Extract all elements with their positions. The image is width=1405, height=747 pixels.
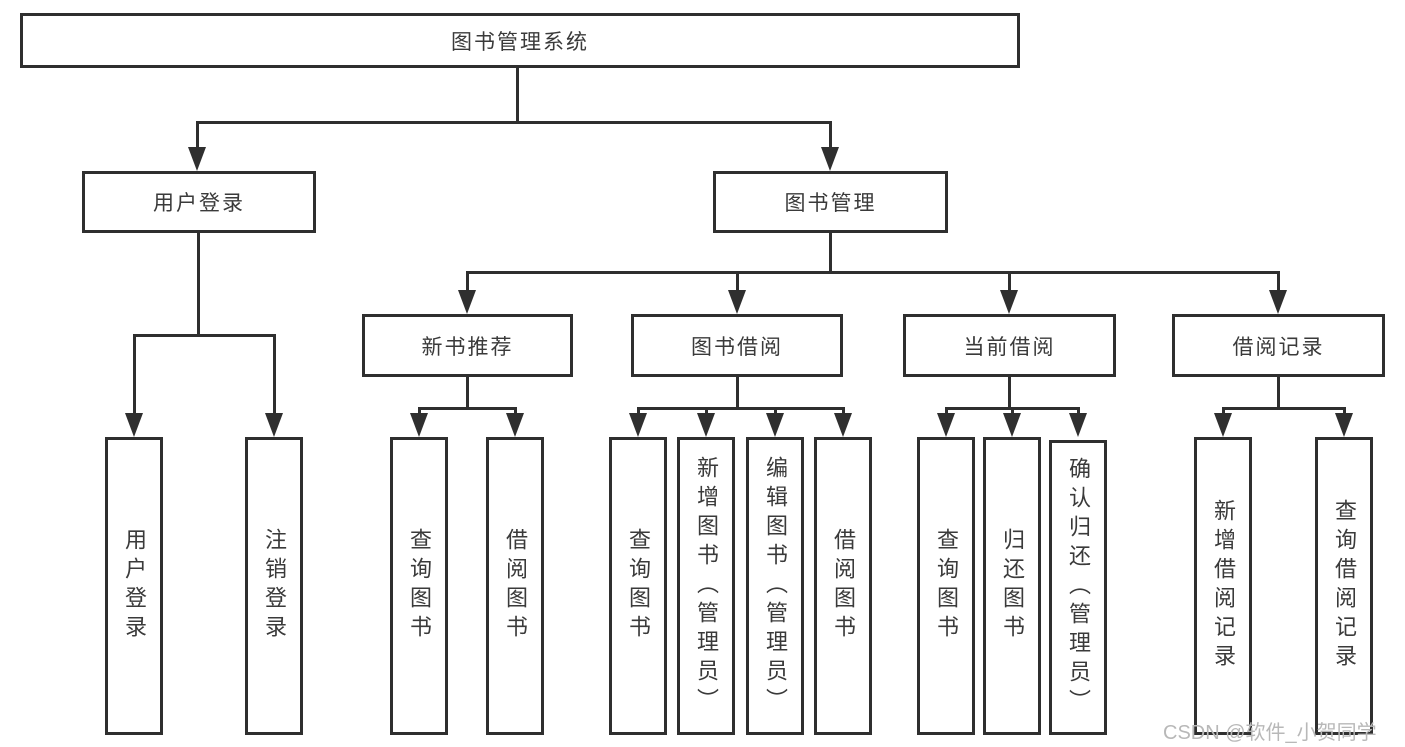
- node-book-management: 图书管理: [713, 171, 948, 233]
- arrowhead-down-icon: [265, 413, 283, 437]
- leaf-confirm-return-admin: 确认归还（管理员）: [1049, 440, 1107, 735]
- node-label: 图书借阅: [691, 335, 783, 359]
- connector-stub: [196, 121, 199, 149]
- leaf-borrow-books-2: 借阅图书: [814, 437, 872, 735]
- node-label: 借阅图书: [503, 528, 528, 644]
- watermark-text: CSDN @软件_小贺同学: [1163, 722, 1377, 744]
- connector-stub: [637, 407, 640, 417]
- node-label: 新书推荐: [421, 335, 514, 359]
- arrowhead-down-icon: [458, 290, 476, 314]
- arrowhead-down-icon: [1069, 413, 1087, 437]
- connector-stub: [736, 377, 739, 407]
- arrowhead-down-icon: [1335, 413, 1353, 437]
- connector-stub: [197, 233, 200, 334]
- arrowhead-down-icon: [766, 413, 784, 437]
- connector-stub: [1222, 407, 1225, 417]
- connector-stub: [466, 377, 469, 407]
- arrowhead-down-icon: [1269, 290, 1287, 314]
- connector-stub: [1343, 407, 1346, 417]
- connector-root-stub: [516, 68, 519, 122]
- node-current-borrowing: 当前借阅: [903, 314, 1116, 377]
- connector-stub: [1077, 407, 1080, 417]
- connector-horizontal: [1222, 407, 1344, 410]
- arrowhead-down-icon: [834, 413, 852, 437]
- arrowhead-down-icon: [506, 413, 524, 437]
- connector-stub: [514, 407, 517, 417]
- node-label: 图书管理: [784, 192, 877, 215]
- arrowhead-down-icon: [125, 413, 143, 437]
- node-label: 用户登录: [153, 192, 245, 215]
- connector-stub: [273, 334, 276, 416]
- connector-stub: [945, 407, 948, 417]
- connector-stub: [1011, 407, 1014, 417]
- leaf-return-books: 归还图书: [983, 437, 1041, 735]
- connector-stub: [774, 407, 777, 417]
- connector-horizontal: [133, 334, 275, 337]
- connector-stub: [1008, 377, 1011, 407]
- connector-stub: [705, 407, 708, 417]
- node-label: 新增借阅记录: [1211, 499, 1236, 673]
- connector-horizontal: [418, 407, 516, 410]
- arrowhead-down-icon: [697, 413, 715, 437]
- node-book-borrowing: 图书借阅: [631, 314, 843, 377]
- leaf-query-books-2: 查询图书: [609, 437, 667, 735]
- arrowhead-down-icon: [1000, 290, 1018, 314]
- node-label: 查询图书: [407, 528, 432, 644]
- node-label: 查询图书: [626, 528, 651, 644]
- node-label: 编辑图书（管理员）: [763, 455, 788, 717]
- node-label: 新增图书（管理员）: [694, 455, 719, 717]
- node-label: 当前借阅: [963, 335, 1056, 359]
- connector-stub: [829, 121, 832, 149]
- node-label: 图书管理系统: [451, 30, 589, 54]
- node-label: 查询图书: [934, 528, 959, 644]
- leaf-edit-books-admin: 编辑图书（管理员）: [746, 437, 804, 735]
- connector-root-horizontal: [196, 121, 832, 124]
- leaf-query-borrow-record: 查询借阅记录: [1315, 437, 1373, 735]
- connector-stub: [1277, 271, 1280, 293]
- arrowhead-down-icon: [821, 147, 839, 171]
- connector-stub: [466, 271, 469, 293]
- arrowhead-down-icon: [1003, 413, 1021, 437]
- node-label: 借阅图书: [831, 528, 856, 644]
- node-label: 借阅记录: [1232, 335, 1325, 359]
- connector-stub: [1277, 377, 1280, 407]
- leaf-query-books-3: 查询图书: [917, 437, 975, 735]
- leaf-query-books-1: 查询图书: [390, 437, 448, 735]
- node-label: 查询借阅记录: [1332, 499, 1357, 673]
- node-new-book-recommend: 新书推荐: [362, 314, 573, 377]
- connector-stub: [418, 407, 421, 417]
- arrowhead-down-icon: [728, 290, 746, 314]
- node-label: 归还图书: [1000, 528, 1025, 644]
- connector-stub: [1008, 271, 1011, 293]
- arrowhead-down-icon: [937, 413, 955, 437]
- leaf-borrow-books-1: 借阅图书: [486, 437, 544, 735]
- arrowhead-down-icon: [1214, 413, 1232, 437]
- node-user-login: 用户登录: [82, 171, 316, 233]
- leaf-user-login: 用户登录: [105, 437, 163, 735]
- node-system-root: 图书管理系统: [20, 13, 1020, 68]
- connector-horizontal: [637, 407, 845, 410]
- node-borrowing-records: 借阅记录: [1172, 314, 1385, 377]
- arrowhead-down-icon: [188, 147, 206, 171]
- node-label: 注销登录: [262, 528, 287, 644]
- arrowhead-down-icon: [629, 413, 647, 437]
- leaf-add-books-admin: 新增图书（管理员）: [677, 437, 735, 735]
- leaf-logout: 注销登录: [245, 437, 303, 735]
- connector-stub: [829, 233, 832, 271]
- leaf-add-borrow-record: 新增借阅记录: [1194, 437, 1252, 735]
- connector-stub: [736, 271, 739, 293]
- node-label: 用户登录: [122, 528, 147, 644]
- connector-stub: [842, 407, 845, 417]
- node-label: 确认归还（管理员）: [1066, 457, 1091, 718]
- connector-horizontal: [466, 271, 1280, 274]
- connector-stub: [133, 334, 136, 416]
- arrowhead-down-icon: [410, 413, 428, 437]
